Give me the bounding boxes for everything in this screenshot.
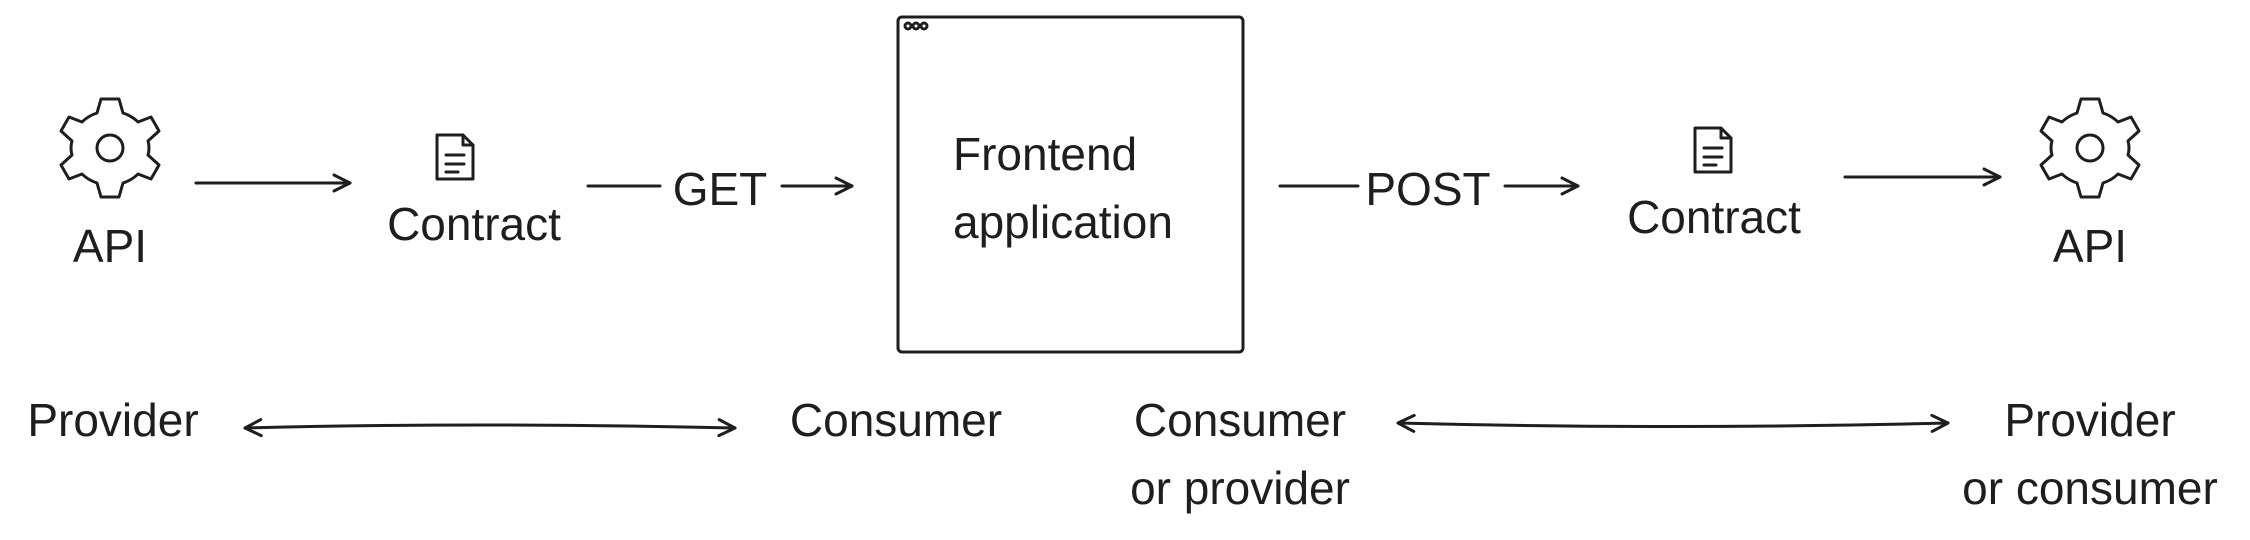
frontend-application-box: Frontend application: [896, 15, 1245, 354]
role-consumer-label: Consumer: [790, 394, 1002, 446]
gear-icon: [59, 97, 161, 199]
gear-icon: [2039, 97, 2141, 199]
frontend-label-line2: application: [953, 196, 1173, 248]
provider-consumer-double-arrow: [243, 418, 737, 438]
api-right-label: API: [2053, 220, 2127, 272]
document-icon: [435, 133, 475, 181]
frontend-label-line1: Frontend: [953, 128, 1137, 180]
role-consumer-or-provider-line2: or provider: [1130, 462, 1350, 514]
contract-right-label: Contract: [1627, 191, 1801, 243]
post-edge-label: POST: [1365, 163, 1490, 215]
window-dots-icon: [903, 21, 929, 31]
role-provider-or-consumer-line1: Provider: [2004, 394, 2175, 446]
contract-left-label: Contract: [387, 198, 561, 250]
api-left-label: API: [73, 220, 147, 272]
role-provider-or-consumer-line2: or consumer: [1962, 462, 2218, 514]
role-consumer-or-provider-line1: Consumer: [1134, 394, 1346, 446]
get-edge-label: GET: [673, 163, 768, 215]
role-provider-label: Provider: [27, 394, 198, 446]
document-icon: [1693, 126, 1733, 174]
consumer-provider-double-arrow: [1396, 413, 1950, 433]
